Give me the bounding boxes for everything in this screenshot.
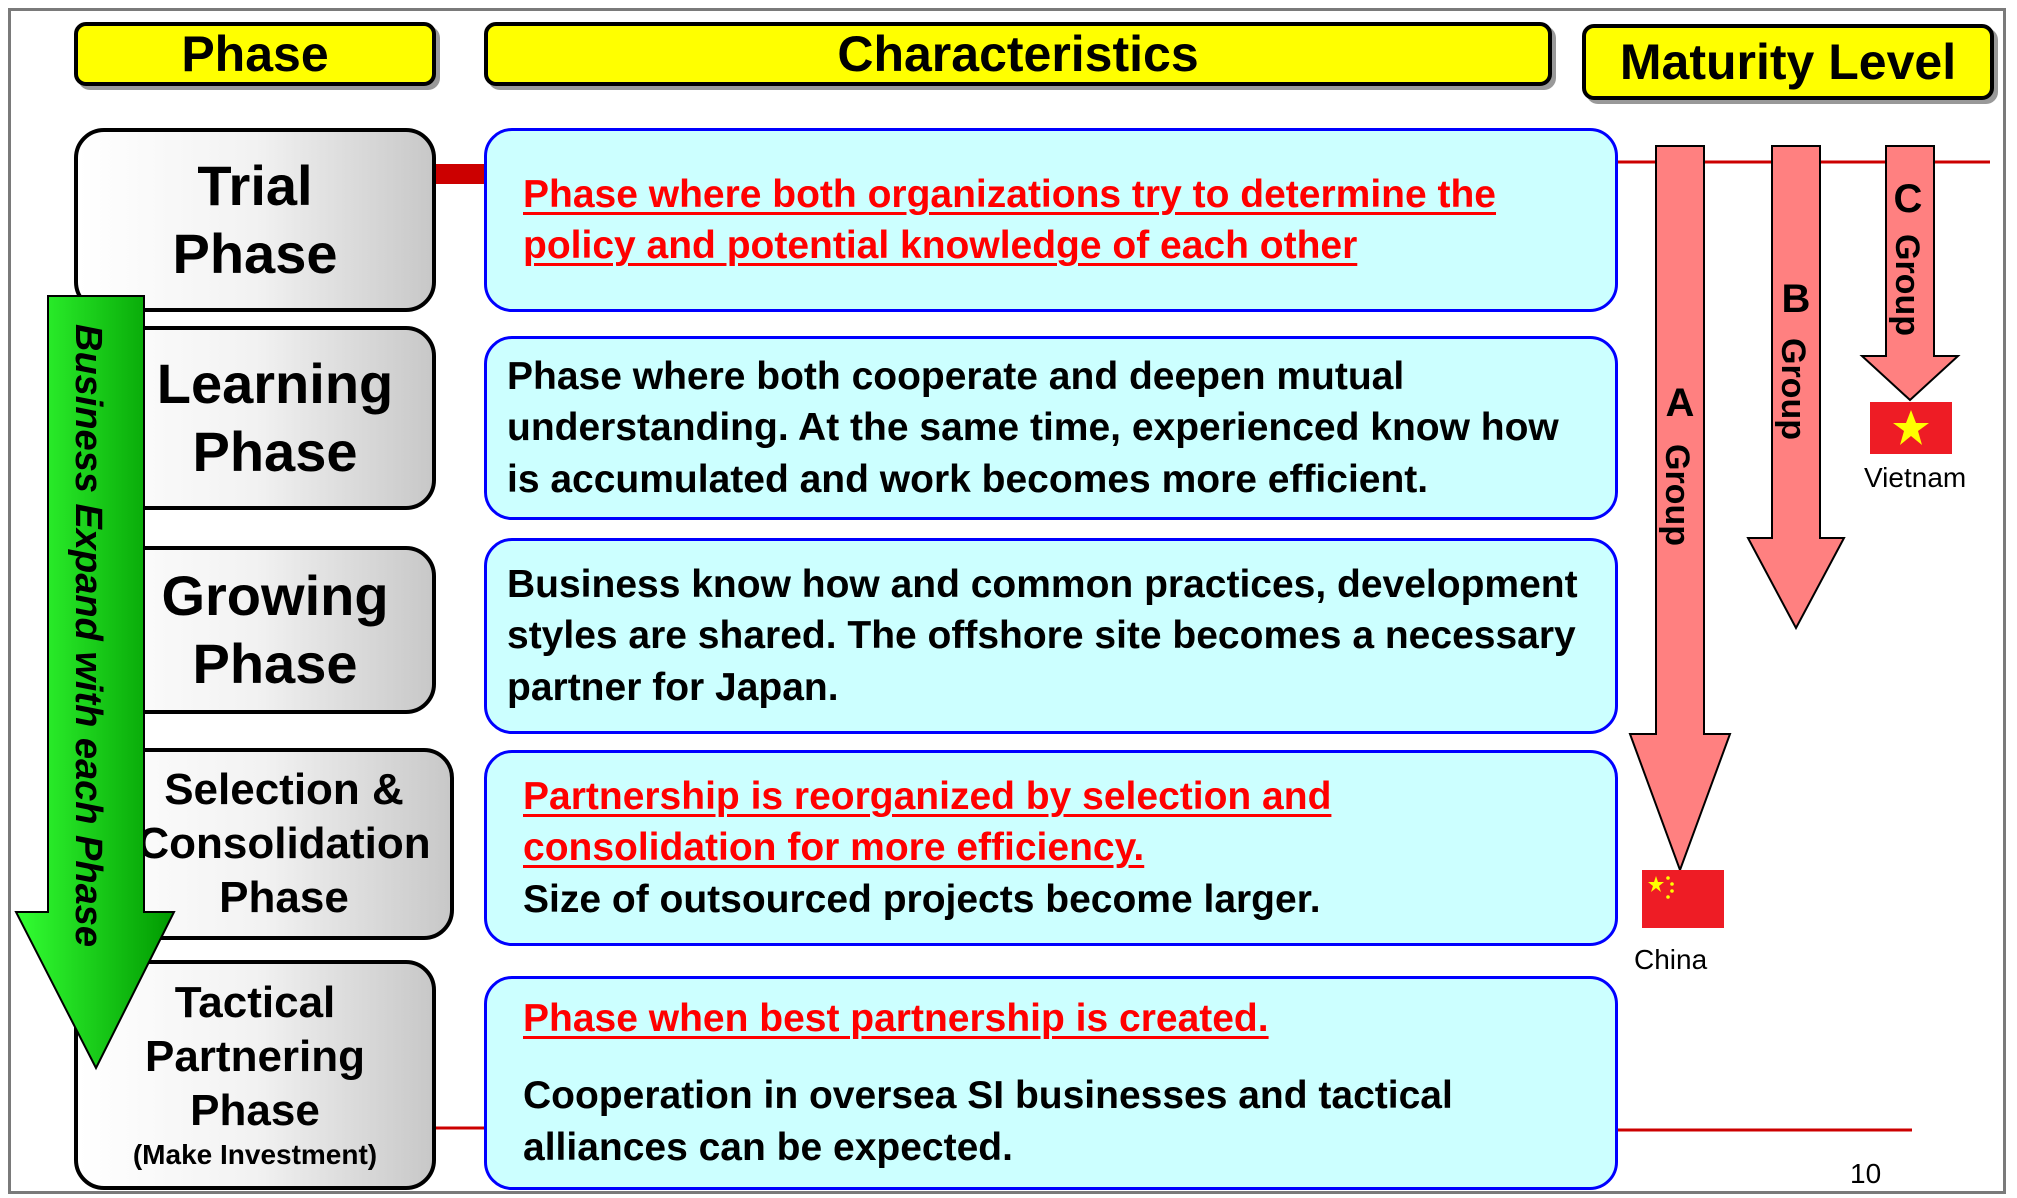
- group-a-arrow: [1628, 145, 1732, 873]
- phase-learning-line-2: Phase: [192, 420, 358, 483]
- phase-selection-line-2: Consolidation: [137, 819, 431, 869]
- characteristic-tactical-line-3: alliances can be expected.: [523, 1125, 1013, 1169]
- characteristic-tactical: Phase when best partnership is created. …: [484, 976, 1618, 1190]
- vietnam-flag-icon: [1870, 402, 1952, 454]
- maturity-level-header: Maturity Level: [1582, 24, 1994, 100]
- phase-growing-line-1: Growing: [161, 563, 389, 627]
- group-c-letter: C: [1894, 177, 1923, 221]
- china-label: China: [1634, 944, 1708, 975]
- phase-tactical-line-1: Tactical: [174, 978, 336, 1028]
- characteristic-learning-line-3: is accumulated and work becomes more eff…: [507, 457, 1429, 501]
- group-b-word: Group: [1774, 338, 1812, 440]
- phase-selection-line-1: Selection &: [164, 765, 404, 815]
- characteristic-growing: Business know how and common practices, …: [484, 538, 1618, 734]
- group-a-letter: A: [1666, 381, 1695, 425]
- characteristics-header: Characteristics: [484, 22, 1552, 86]
- phase-growing-line-2: Phase: [192, 632, 358, 695]
- group-b-letter: B: [1782, 277, 1811, 321]
- china-flag-icon: [1642, 870, 1724, 928]
- phase-trial-line-2: Phase: [172, 222, 338, 285]
- group-c-word: Group: [1888, 234, 1926, 336]
- characteristic-learning-line-1: Phase where both cooperate and deepen mu…: [507, 354, 1405, 398]
- characteristic-selection: Partnership is reorganized by selection …: [484, 750, 1618, 946]
- vietnam-label: Vietnam: [1864, 462, 1967, 493]
- trial-connector: [436, 164, 486, 184]
- characteristic-tactical-line-2: Cooperation in oversea SI businesses and…: [523, 1074, 1453, 1118]
- characteristic-learning: Phase where both cooperate and deepen mu…: [484, 336, 1618, 520]
- phase-tactical-note: (Make Investment): [132, 1139, 378, 1171]
- characteristic-selection-line-2: consolidation for more efficiency.: [523, 826, 1145, 870]
- characteristic-selection-line-3: Size of outsourced projects become large…: [523, 877, 1321, 921]
- characteristic-trial-line-1: Phase where both organizations try to de…: [523, 172, 1497, 216]
- characteristic-trial-line-2: policy and potential knowledge of each o…: [523, 224, 1358, 267]
- group-c-arrow: [1859, 145, 1961, 402]
- phase-selection-line-3: Phase: [219, 872, 349, 922]
- characteristic-growing-line-3: partner for Japan.: [507, 665, 839, 709]
- group-b-arrow: [1746, 145, 1846, 631]
- page-number: 10: [1850, 1158, 1882, 1189]
- characteristic-trial: Phase where both organizations try to de…: [484, 128, 1618, 312]
- phase-learning-line-1: Learning: [156, 351, 394, 415]
- phase-header: Phase: [74, 22, 436, 86]
- characteristic-growing-line-1: Business know how and common practices, …: [507, 562, 1578, 606]
- slide-frame: [8, 8, 2006, 1194]
- phase-tactical-line-2: Partnering: [144, 1031, 366, 1081]
- characteristic-selection-line-1: Partnership is reorganized by selection …: [523, 774, 1332, 818]
- characteristic-tactical-line-1: Phase when best partnership is created.: [523, 996, 1269, 1040]
- characteristic-learning-line-2: understanding. At the same time, experie…: [507, 406, 1559, 450]
- characteristic-growing-line-2: styles are shared. The offshore site bec…: [507, 614, 1576, 658]
- group-a-word: Group: [1658, 444, 1696, 546]
- phase-trial-line-1: Trial: [197, 153, 313, 217]
- phase-trial: Trial Phase: [74, 128, 436, 312]
- phase-tactical-line-3: Phase: [190, 1085, 320, 1135]
